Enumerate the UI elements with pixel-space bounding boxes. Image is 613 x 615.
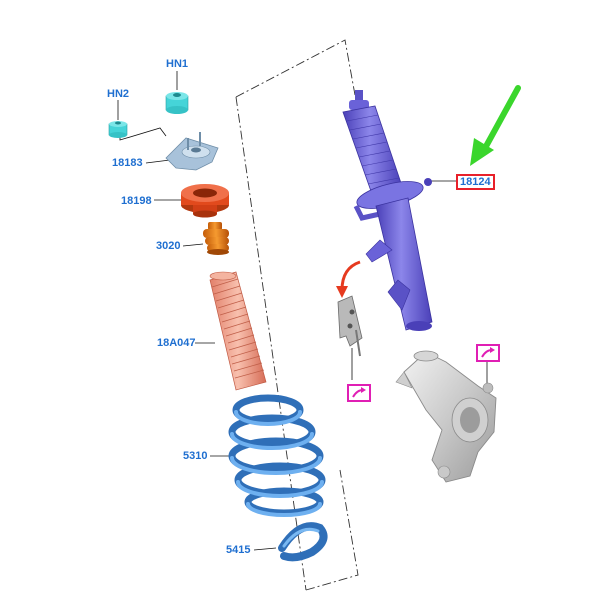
curved-arrow-icon (336, 260, 361, 298)
bump-stop-part (203, 222, 229, 255)
bracket-part (337, 295, 363, 357)
label-18198: 18198 (121, 195, 152, 207)
reference-arrow-icon[interactable] (347, 384, 371, 402)
label-18124: 18124 (456, 174, 495, 190)
nut-hn2-part (108, 121, 128, 138)
label-hn2: HN2 (107, 88, 130, 100)
label-3020: 3020 (156, 240, 181, 252)
label-hn1: HN1 (166, 58, 189, 70)
lower-insulator-part (278, 522, 328, 562)
steering-knuckle-part (395, 350, 497, 483)
spring-seat-part (181, 184, 229, 218)
label-5310: 5310 (183, 450, 208, 462)
nut-hn1-part (165, 92, 189, 114)
assembly-outline (235, 39, 359, 591)
leader-lines (117, 71, 488, 551)
coil-spring-part (228, 394, 326, 517)
reference-arrow-glyph (481, 347, 495, 358)
label-5415: 5415 (226, 544, 251, 556)
reference-arrow-icon[interactable] (476, 344, 500, 362)
dust-boot-part (209, 271, 267, 391)
top-mount-part (165, 132, 219, 171)
label-18183: 18183 (112, 157, 143, 169)
label-18a047: 18A047 (157, 337, 196, 349)
reference-arrow-glyph (352, 387, 366, 398)
strut-part (342, 90, 433, 331)
green-arrow-icon (470, 85, 521, 166)
